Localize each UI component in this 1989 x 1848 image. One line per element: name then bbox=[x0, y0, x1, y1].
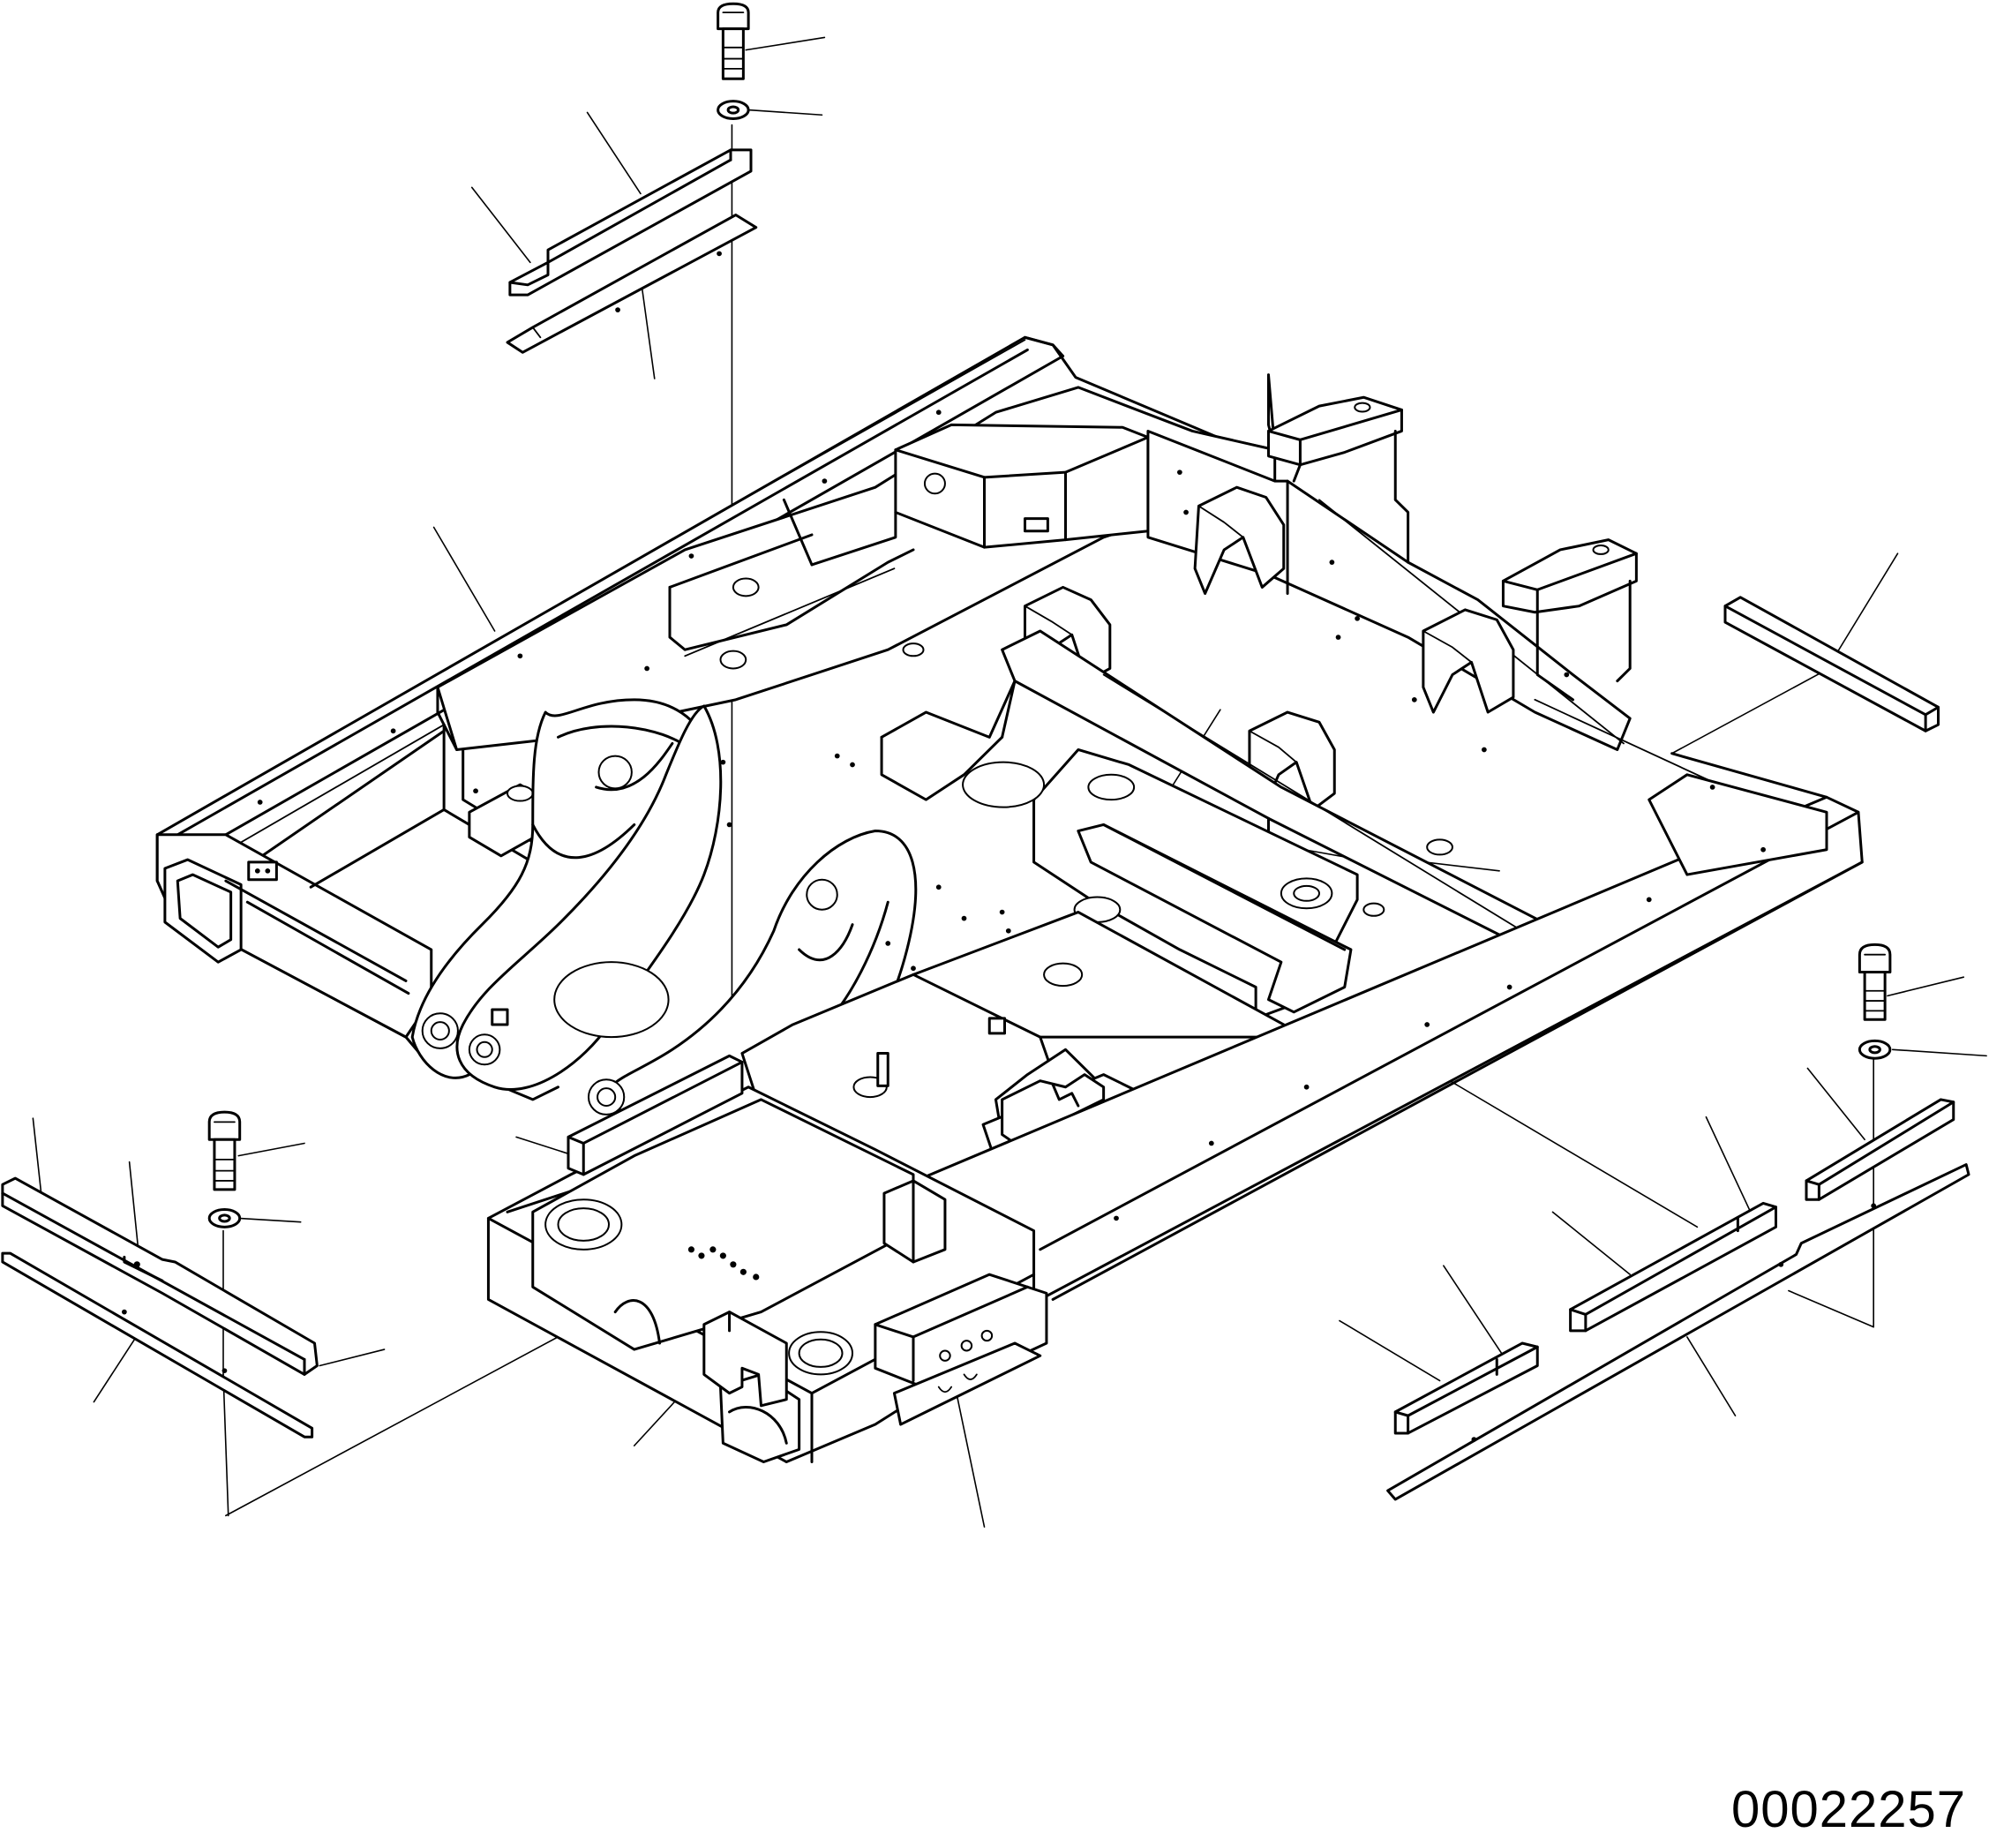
top-washer bbox=[718, 101, 749, 119]
leader-front-spacer bbox=[516, 1137, 567, 1153]
top-bolt bbox=[718, 4, 749, 79]
front-spacer-bar bbox=[568, 1055, 742, 1175]
upper-right-bracket-b bbox=[1503, 540, 1636, 700]
leader-lower-wedge-tip bbox=[1340, 1321, 1440, 1381]
leader-right-washer bbox=[1893, 1049, 1986, 1055]
leader-lower-spacer-b bbox=[1553, 1212, 1631, 1274]
right-spacer-bar bbox=[1725, 597, 1939, 731]
frame-bolt-holes bbox=[257, 409, 1766, 1281]
floor-saddle bbox=[1002, 1075, 1104, 1144]
leader-top-wedge-tip bbox=[472, 187, 530, 262]
leader-right-shim bbox=[1687, 1337, 1736, 1416]
right-washer bbox=[1859, 1040, 1890, 1058]
leader-lower-spacer-a bbox=[1706, 1117, 1750, 1213]
top-shim-plate bbox=[507, 215, 756, 353]
lower-spacer-bar-b bbox=[1395, 1343, 1537, 1433]
rear-channel bbox=[875, 1274, 1047, 1424]
right-shim-plate bbox=[1388, 1165, 1969, 1499]
upper-right-bracket-a bbox=[1269, 397, 1408, 562]
leader-left-wedge-a bbox=[33, 1118, 41, 1199]
rear-block bbox=[704, 1312, 786, 1406]
right-wedge-block bbox=[1806, 1100, 1954, 1199]
leader-lower-wedge bbox=[1444, 1266, 1504, 1356]
leader-top-washer bbox=[748, 110, 822, 116]
leader-left-bolt bbox=[238, 1143, 304, 1155]
leader-top-bolt bbox=[746, 37, 824, 49]
mid-block bbox=[853, 1054, 945, 1262]
leader-left-washer bbox=[238, 1218, 300, 1221]
assembly-line-right-v bbox=[1789, 1291, 1873, 1327]
leader-top-wedge bbox=[588, 112, 641, 193]
left-front-end bbox=[157, 835, 432, 1037]
lower-spacer-bar-a bbox=[1571, 1203, 1776, 1330]
figure-number: 00022257 bbox=[1730, 1781, 1966, 1838]
leader-right-wedge bbox=[1807, 1069, 1865, 1140]
right-bolt bbox=[1859, 944, 1890, 1019]
left-wedge-block bbox=[3, 1178, 318, 1374]
left-bolt bbox=[209, 1112, 240, 1190]
leader-main-frame bbox=[434, 527, 495, 631]
left-washer bbox=[209, 1210, 240, 1228]
main-frame bbox=[157, 337, 1862, 1461]
leader-right-bolt bbox=[1888, 977, 1963, 995]
leader-rear-channel bbox=[955, 1387, 984, 1528]
boom-bracket-center bbox=[457, 706, 721, 1090]
left-shim-plate bbox=[3, 1253, 312, 1437]
assembly-line-right-spacer bbox=[1672, 670, 1827, 754]
leader-left-wedge-end bbox=[319, 1349, 384, 1365]
saddle-bracket-2 bbox=[1423, 610, 1513, 712]
leader-left-shim bbox=[94, 1340, 134, 1402]
saddle-bracket-1 bbox=[1195, 487, 1284, 593]
top-wedge-block bbox=[510, 150, 751, 295]
assembly-line-left-v bbox=[223, 1374, 229, 1515]
leader-top-shim bbox=[641, 277, 655, 379]
